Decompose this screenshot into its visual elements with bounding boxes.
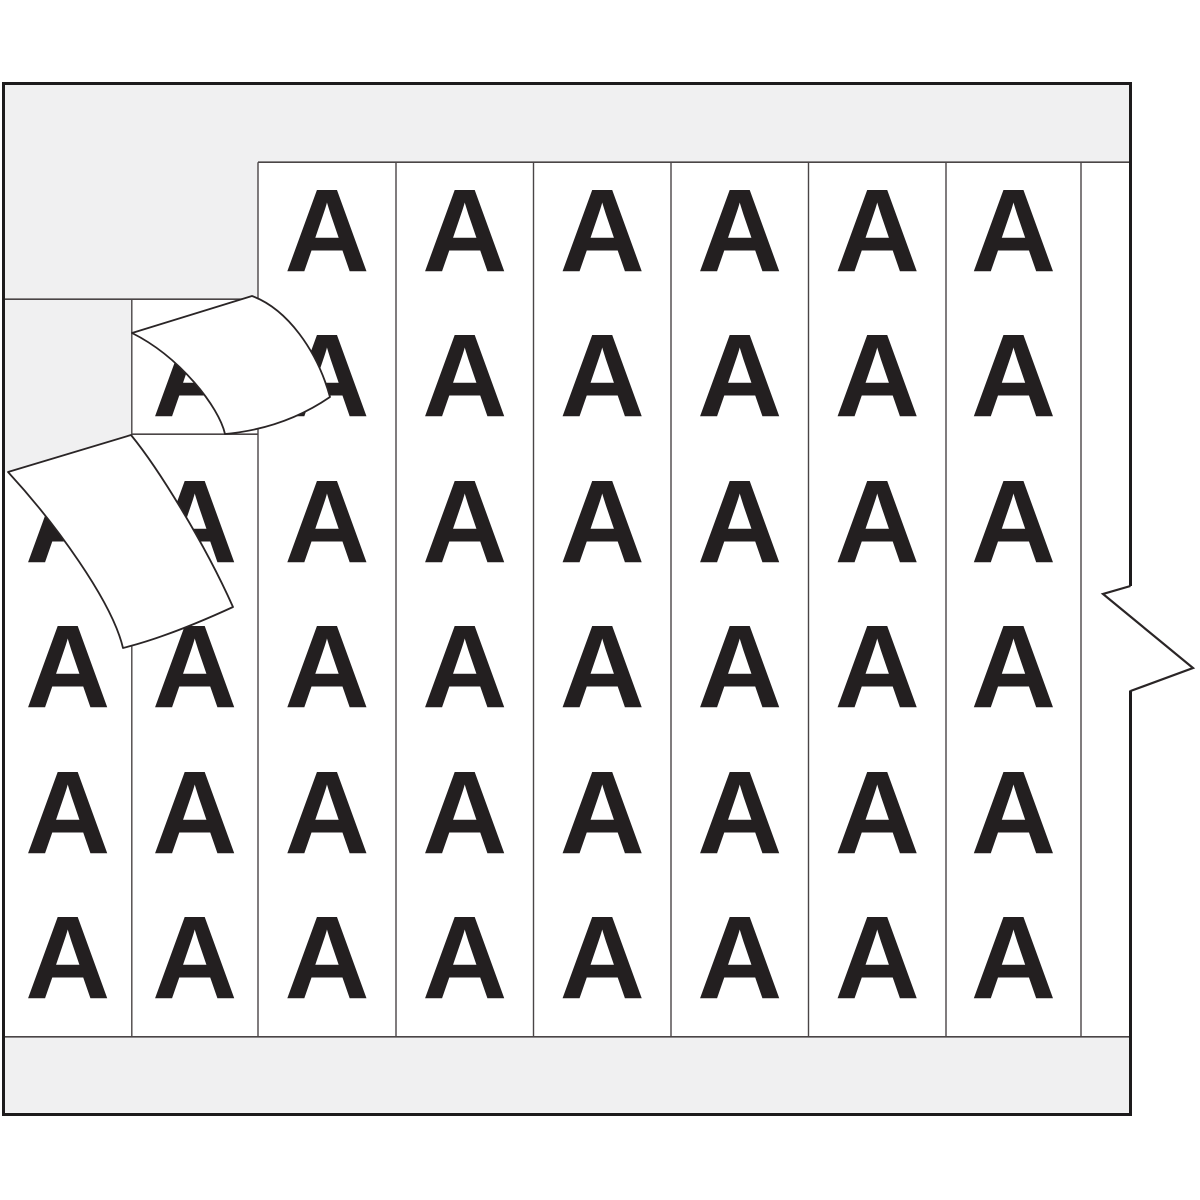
- label-cell: A: [809, 891, 947, 1037]
- label-cell: A: [4, 600, 132, 746]
- label-cell: A: [534, 454, 672, 600]
- label-cell: A: [4, 891, 132, 1037]
- label-cell: A: [671, 745, 809, 891]
- marker-letter: A: [559, 455, 645, 588]
- marker-letter: A: [422, 892, 508, 1025]
- label-cell: A: [132, 745, 259, 891]
- liner-top-left-region: [5, 85, 1129, 473]
- peeling-label-lower: [7, 434, 234, 649]
- marker-letter: A: [284, 892, 370, 1025]
- marker-letter: A: [284, 164, 370, 297]
- liner-bottom-band: [5, 1036, 1129, 1113]
- marker-letter: A: [284, 455, 370, 588]
- side-peel-notch: [1100, 584, 1196, 693]
- label-cell: A: [809, 163, 947, 309]
- label-cell: A: [671, 891, 809, 1037]
- label-cell: A: [946, 600, 1081, 746]
- label-cell: A: [671, 163, 809, 309]
- label-cell: A: [396, 891, 534, 1037]
- marker-letter: A: [422, 310, 508, 443]
- marker-letter: A: [697, 164, 783, 297]
- label-cell: A: [671, 454, 809, 600]
- label-cell: A: [534, 309, 672, 455]
- label-cell: A: [534, 600, 672, 746]
- peeling-label-upper: [131, 295, 331, 435]
- marker-letter: A: [970, 601, 1057, 734]
- label-cell: A: [396, 309, 534, 455]
- marker-letter: A: [422, 164, 508, 297]
- label-cell: A: [258, 600, 396, 746]
- label-cell: A: [809, 309, 947, 455]
- label-cell: A: [946, 454, 1081, 600]
- label-cell: A: [534, 745, 672, 891]
- label-cell: A: [809, 454, 947, 600]
- marker-letter: A: [834, 892, 920, 1025]
- label-cell: A: [4, 745, 132, 891]
- marker-letter: A: [559, 164, 645, 297]
- marker-letter: A: [834, 455, 920, 588]
- label-cell: A: [258, 745, 396, 891]
- label-cell: A: [671, 309, 809, 455]
- marker-letter: A: [970, 892, 1057, 1025]
- marker-letter: A: [25, 601, 111, 734]
- marker-letter: A: [284, 601, 370, 734]
- marker-letter: A: [834, 164, 920, 297]
- marker-letter: A: [697, 746, 783, 879]
- marker-letter: A: [970, 455, 1057, 588]
- marker-letter: A: [152, 892, 238, 1025]
- card-border: [2, 82, 1132, 1116]
- label-cell: A: [396, 745, 534, 891]
- label-cell: A: [258, 891, 396, 1037]
- marker-letter: A: [697, 310, 783, 443]
- marker-letter: A: [559, 746, 645, 879]
- marker-letter: A: [970, 746, 1057, 879]
- marker-letter: A: [152, 746, 238, 879]
- label-cell: A: [396, 600, 534, 746]
- marker-letter: A: [422, 455, 508, 588]
- marker-letter: A: [25, 892, 111, 1025]
- label-cell: A: [946, 309, 1081, 455]
- marker-letter: A: [697, 455, 783, 588]
- marker-letter: A: [559, 310, 645, 443]
- label-cell: A: [258, 454, 396, 600]
- marker-letter: A: [422, 746, 508, 879]
- label-cell: A: [946, 745, 1081, 891]
- label-cell: A: [809, 600, 947, 746]
- marker-letter: A: [834, 601, 920, 734]
- marker-letter: A: [970, 310, 1057, 443]
- marker-letter: A: [834, 746, 920, 879]
- label-cell: A: [396, 454, 534, 600]
- marker-letter: A: [559, 892, 645, 1025]
- marker-letter: A: [697, 601, 783, 734]
- label-cell: A: [534, 163, 672, 309]
- label-cell: A: [946, 891, 1081, 1037]
- label-cell: A: [396, 163, 534, 309]
- label-cell: A: [671, 600, 809, 746]
- marker-letter: A: [422, 601, 508, 734]
- label-cell: A: [258, 163, 396, 309]
- label-cell: A: [132, 891, 259, 1037]
- marker-letter: A: [25, 746, 111, 879]
- marker-letter: A: [559, 601, 645, 734]
- label-cell: A: [946, 163, 1081, 309]
- marker-letter: A: [697, 892, 783, 1025]
- label-cell: A: [534, 891, 672, 1037]
- marker-letter: A: [834, 310, 920, 443]
- marker-letter: A: [284, 746, 370, 879]
- marker-letter: A: [970, 164, 1057, 297]
- label-cell: A: [809, 745, 947, 891]
